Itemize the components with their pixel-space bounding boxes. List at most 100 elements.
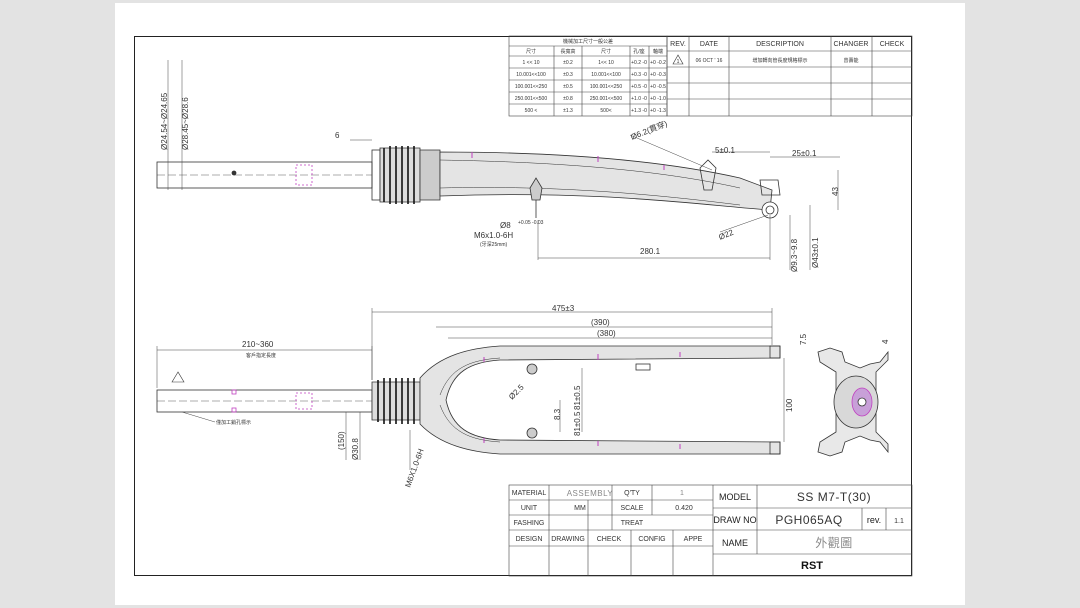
rev-header: REV. <box>670 41 686 48</box>
dim-8-tol: +0.05 -0.03 <box>518 220 544 226</box>
fork-front-view <box>156 345 781 455</box>
tolerance-cell: +1.0 -0 <box>631 96 647 102</box>
tolerance-cell: +1.3 -0 <box>631 108 647 114</box>
dim-390: (390) <box>591 318 610 327</box>
tolerance-cell: +0 -1.0 <box>650 96 666 102</box>
dim-150: (150) <box>337 431 346 450</box>
tolerance-cell: +0 -0.3 <box>650 72 666 78</box>
dim-30: Ø30.8 <box>351 438 360 460</box>
company-logo-text: RST <box>801 560 823 572</box>
config-label: CONFIG <box>638 536 665 543</box>
rev-value: 1 <box>677 59 680 65</box>
check-header: CHECK <box>880 41 905 48</box>
tolerance-cell: 1<< 10 <box>598 60 614 66</box>
dim-8: Ø8 <box>500 221 511 230</box>
dim-7-5: 7.5 <box>799 333 808 345</box>
dim-81-upper: 81±0.5 <box>573 385 582 410</box>
date-value: 06 OCT ' 16 <box>696 58 723 64</box>
dim-475: 475±3 <box>552 304 575 313</box>
tolerance-title: 機械加工尺寸一般公差 <box>563 38 613 45</box>
title-block <box>508 484 913 577</box>
tolerance-header: 軸端 <box>653 48 663 55</box>
model-value: SS M7-T(30) <box>797 490 871 504</box>
scale-label: SCALE <box>621 505 644 512</box>
qty-value: 1 <box>680 490 684 497</box>
dim-280: 280.1 <box>640 247 661 256</box>
dim-22: Ø22 <box>717 228 735 242</box>
dim-crown-1: Ø24.54~Ø24.65 <box>160 92 169 150</box>
tolerance-cell: 100.001<<250 <box>590 84 622 90</box>
tolerance-table <box>508 35 668 117</box>
fork-side-view <box>156 146 781 219</box>
scale-value: 0.420 <box>675 505 693 512</box>
design-label: DESIGN <box>516 536 543 543</box>
front-view-dimension-lines <box>156 308 785 470</box>
tolerance-cell: ±1.3 <box>563 108 573 114</box>
tolerance-rows: 1 << 10 ±0.2 1<< 10 +0.2 -0 +0 -0.2 10.0… <box>515 60 666 114</box>
dim-top-small: 6 <box>335 131 340 140</box>
dim-m6-b: M6X1.0-6H <box>403 447 425 488</box>
tolerance-cell: ±0.5 <box>563 84 573 90</box>
tolerance-header: 孔/座 <box>633 48 644 55</box>
dim-2-5: Ø2.5 <box>507 382 526 401</box>
rev-label: rev. <box>867 515 881 525</box>
drawing-label: DRAWING <box>551 536 585 543</box>
tolerance-cell: +0.5 -0 <box>631 84 647 90</box>
dim-380: (380) <box>597 329 616 338</box>
tolerance-header: 尺寸 <box>601 48 611 55</box>
tolerance-cell: 250.001<<500 <box>515 96 547 102</box>
tolerance-cell: +0.3 -0 <box>631 72 647 78</box>
dim-25: 25±0.1 <box>792 149 817 158</box>
tolerance-cell: ±0.3 <box>563 72 573 78</box>
tolerance-cell: +0.2 -0 <box>631 60 647 66</box>
unit-label: UNIT <box>521 505 538 512</box>
tolerance-cell: 10.001<<100 <box>516 72 546 78</box>
note-bottom: 僅加工銷孔標示 <box>216 419 251 426</box>
dim-4: 4 <box>881 339 890 344</box>
date-header: DATE <box>700 41 718 48</box>
description-value: 增加轉向管長度規格標示 <box>752 57 807 64</box>
model-label: MODEL <box>719 492 751 502</box>
dim-6-2: Ø6.2(貫穿) <box>629 118 669 142</box>
tolerance-cell: 1 << 10 <box>523 60 540 66</box>
dim-crown-2: Ø28.45~Ø28.6 <box>181 97 190 150</box>
dim-81-lower: 81±0.5 <box>573 411 582 436</box>
qty-label: Q'TY <box>624 490 640 497</box>
dim-m6-a-note: (牙深25mm) <box>480 241 508 248</box>
dim-43-top: 43 <box>831 187 840 196</box>
dim-100: 100 <box>785 398 794 412</box>
unit-value: MM <box>574 505 586 512</box>
drawno-value: PGH065AQ <box>775 513 842 527</box>
description-header: DESCRIPTION <box>756 41 804 48</box>
tolerance-cell: 250.001<<500 <box>590 96 622 102</box>
drawing-frame <box>134 36 912 576</box>
tolerance-cell: +0 -0.5 <box>650 84 666 90</box>
fashing-label: FASHING <box>514 520 545 527</box>
changer-value: 曾壽能 <box>843 57 858 64</box>
revision-triangle-icon <box>171 371 185 383</box>
revision-table <box>666 35 913 117</box>
dim-9-3: Ø9.3~9.8 <box>790 238 799 272</box>
name-label: NAME <box>722 538 748 548</box>
tolerance-cell: +0 -0.2 <box>650 60 666 66</box>
dim-210: 210~360 <box>242 340 274 349</box>
tolerance-cell: +0 -1.3 <box>650 108 666 114</box>
side-view-dimension-lines <box>167 60 840 270</box>
hub-end-view <box>817 347 889 457</box>
dim-210-note: 客戶指定長度 <box>246 352 276 359</box>
name-value: 外觀圖 <box>815 536 853 550</box>
material-label: MATERIAL <box>512 490 547 497</box>
drawing-sheet <box>115 3 965 605</box>
tolerance-cell: ±0.8 <box>563 96 573 102</box>
dim-5: 5±0.1 <box>715 146 736 155</box>
tolerance-cell: 500< <box>600 108 611 114</box>
appe-label: APPE <box>684 536 703 543</box>
tolerance-cell: 500 < <box>525 108 538 114</box>
material-value: ASSEMBLY <box>567 489 614 498</box>
tolerance-cell: ±0.2 <box>563 60 573 66</box>
dim-m6-a: M6x1.0-6H <box>474 231 513 240</box>
tolerance-header: 尺寸 <box>526 48 536 55</box>
changer-header: CHANGER <box>833 41 868 48</box>
dim-8-3: 8.3 <box>553 408 562 420</box>
check-label: CHECK <box>597 536 622 543</box>
